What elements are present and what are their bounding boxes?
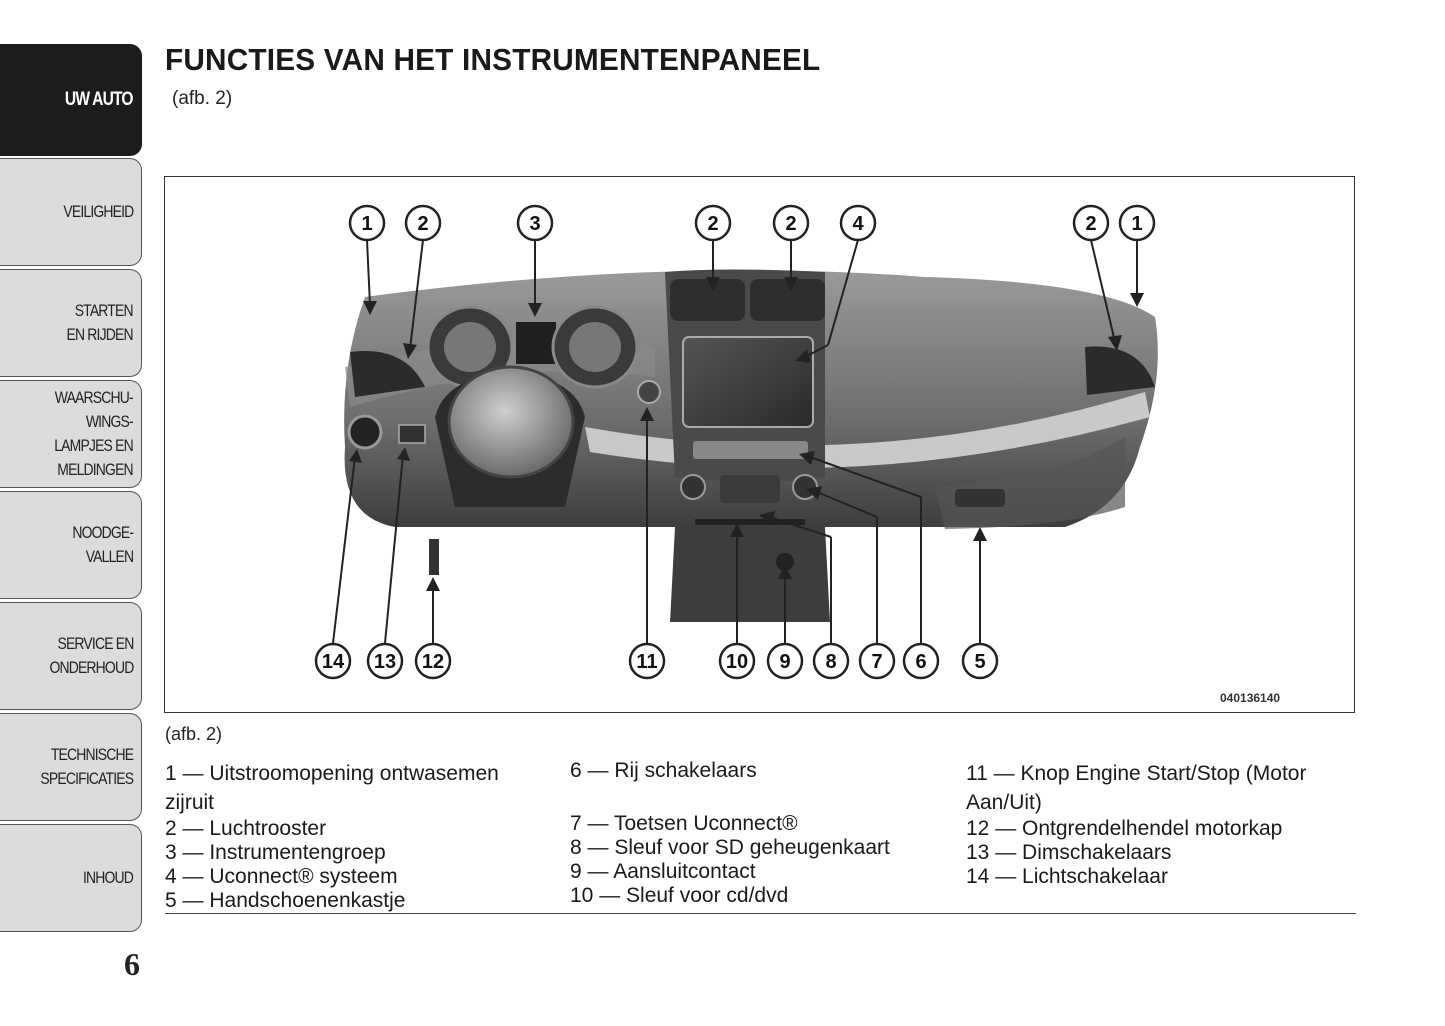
svg-text:2: 2 — [785, 213, 796, 235]
legend-item: 9 — Aansluitcontact — [570, 860, 756, 883]
center-vent-left — [670, 279, 745, 321]
legend-item: 11 — Knop Engine Start/Stop (Motor Aan/U… — [966, 762, 1312, 814]
callout-bottom-10: 10 — [718, 642, 756, 680]
callout-bottom-8: 8 — [812, 642, 850, 680]
bottom-leader-lines — [332, 407, 987, 644]
tab-label: WAARSCHU- WINGS- LAMPJES EN MELDINGEN — [54, 388, 133, 479]
figure-reference: (afb. 2) — [172, 88, 233, 109]
legend-item: 2 — Luchtrooster — [165, 817, 327, 840]
dimmer-switch — [398, 424, 426, 444]
legend-item: 7 — Toetsen Uconnect® — [570, 812, 798, 835]
legend-item: 4 — Uconnect® systeem — [165, 865, 398, 888]
svg-text:3: 3 — [529, 213, 540, 235]
callout-bottom-7: 7 — [858, 642, 896, 680]
callout-bottom-14: 14 — [314, 642, 352, 680]
legend-column-2: 6 — Rij schakelaars 7 — Toetsen Uconnect… — [570, 759, 950, 908]
legend-item: 10 — Sleuf voor cd/dvd — [570, 884, 789, 907]
svg-text:1: 1 — [1131, 213, 1142, 235]
headlight-switch — [347, 414, 383, 450]
callout-bottom-5: 5 — [961, 642, 999, 680]
uconnect-screen — [682, 336, 814, 428]
svg-text:4: 4 — [852, 213, 864, 235]
svg-text:7: 7 — [871, 651, 882, 673]
start-stop-button — [637, 380, 661, 404]
legend-divider — [165, 913, 1356, 914]
tab-service-en-onderhoud[interactable]: SERVICE EN ONDERHOUD — [0, 602, 142, 710]
legend-item: 13 — Dimschakelaars — [966, 841, 1172, 864]
svg-text:10: 10 — [726, 651, 748, 673]
legend-item: 5 — Handschoenenkastje — [165, 889, 406, 912]
cluster-display — [516, 322, 556, 364]
tab-label: VEILIGHEID — [62, 202, 134, 221]
tab-technische-specificaties[interactable]: TECHNISCHE SPECIFICATIES — [0, 713, 142, 821]
cd-slot — [695, 519, 805, 525]
tab-inhoud[interactable]: INHOUD — [0, 824, 142, 932]
svg-text:14: 14 — [322, 651, 345, 673]
glovebox-handle — [955, 489, 1005, 507]
legend-column-3: 11 — Knop Engine Start/Stop (Motor Aan/U… — [966, 759, 1356, 889]
tab-veiligheid[interactable]: VEILIGHEID — [0, 158, 142, 266]
callout-bottom-11: 11 — [628, 642, 666, 680]
page-number: 6 — [124, 946, 140, 982]
dashboard-illustration: 1 2 3 2 2 4 2 1 14 13 12 11 10 9 8 7 6 5 — [314, 204, 1158, 680]
callout-top-1b: 1 — [1118, 204, 1156, 242]
tab-label: INHOUD — [82, 868, 134, 887]
steering-wheel-hub — [447, 365, 575, 479]
page-title: FUNCTIES VAN HET INSTRUMENTENPANEEL — [165, 42, 821, 77]
callout-top-2d: 2 — [1072, 204, 1110, 242]
callout-top-2b: 2 — [694, 204, 732, 242]
svg-text:5: 5 — [974, 651, 985, 673]
callout-bottom-12: 12 — [414, 642, 452, 680]
legend-item: 1 — Uitstroomopening ontwasemen zijruit — [165, 762, 505, 814]
tab-waarschuwingslampjes[interactable]: WAARSCHU- WINGS- LAMPJES EN MELDINGEN — [0, 380, 142, 488]
svg-text:12: 12 — [422, 651, 444, 673]
callout-bottom-13: 13 — [366, 642, 404, 680]
svg-text:2: 2 — [1085, 213, 1096, 235]
legend-item: 14 — Lichtschakelaar — [966, 865, 1168, 888]
tab-starten-en-rijden[interactable]: STARTEN EN RIJDEN — [0, 269, 142, 377]
power-outlet — [776, 553, 794, 571]
lower-console — [670, 527, 830, 622]
svg-text:6: 6 — [915, 651, 926, 673]
uconnect-buttons — [693, 441, 808, 459]
legend-item: 3 — Instrumentengroep — [165, 841, 386, 864]
svg-text:2: 2 — [707, 213, 718, 235]
legend-column-1: 1 — Uitstroomopening ontwasemen zijruit … — [165, 759, 545, 913]
hood-release-lever — [429, 539, 439, 575]
tab-label: NOODGE- VALLEN — [72, 523, 134, 566]
svg-text:8: 8 — [825, 651, 836, 673]
svg-text:1: 1 — [361, 213, 372, 235]
tab-noodgevallen[interactable]: NOODGE- VALLEN — [0, 491, 142, 599]
callout-bottom-6: 6 — [902, 642, 940, 680]
legend-item: 8 — Sleuf voor SD geheugenkaart — [570, 836, 890, 859]
tab-label: UW AUTO — [65, 89, 134, 110]
left-vent — [350, 351, 425, 397]
right-vent — [1085, 346, 1155, 395]
top-leader-lines — [363, 239, 1144, 363]
callout-top-3: 3 — [516, 204, 554, 242]
svg-text:11: 11 — [636, 651, 657, 673]
tab-label: TECHNISCHE SPECIFICATIES — [40, 745, 134, 788]
legend-item: 6 — Rij schakelaars — [570, 759, 757, 782]
dashboard-figure: 1 2 3 2 2 4 2 1 14 13 12 11 10 9 8 7 6 5… — [164, 176, 1355, 713]
figure-code: 040136140 — [1220, 691, 1281, 705]
callout-top-2c: 2 — [772, 204, 810, 242]
figure-caption: (afb. 2) — [165, 724, 223, 744]
svg-text:13: 13 — [374, 651, 396, 673]
tab-uw-auto[interactable]: UW AUTO — [0, 44, 142, 156]
legend-item: 12 — Ontgrendelhendel motorkap — [966, 817, 1283, 840]
callout-bottom-9: 9 — [766, 642, 804, 680]
tab-label: SERVICE EN ONDERHOUD — [48, 634, 134, 677]
svg-text:2: 2 — [417, 213, 428, 235]
center-vent-right — [750, 279, 825, 321]
svg-text:9: 9 — [779, 651, 790, 673]
callout-top-2a: 2 — [404, 204, 442, 242]
callout-top-1: 1 — [348, 204, 386, 242]
callout-top-4: 4 — [839, 204, 877, 242]
tab-label: STARTEN EN RIJDEN — [66, 301, 134, 344]
